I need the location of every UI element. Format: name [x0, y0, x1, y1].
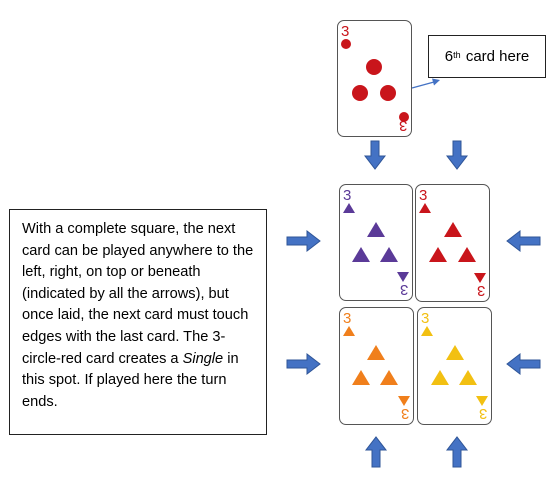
circle-pip-icon — [366, 59, 382, 75]
callout-text: card here — [461, 48, 530, 65]
callout-ordinal-suffix: th — [453, 49, 461, 60]
card-3-triangle-red[interactable]: 3 3 — [415, 184, 490, 302]
circle-pip-icon — [341, 39, 351, 49]
card-3-triangle-orange[interactable]: 3 3 — [339, 307, 414, 425]
block-arrow-icon — [286, 352, 321, 376]
triangle-pip-icon — [458, 247, 476, 262]
block-arrow-icon — [364, 436, 388, 468]
triangle-pip-icon — [380, 247, 398, 262]
card-3-triangle-yellow[interactable]: 3 3 — [417, 307, 492, 425]
block-arrow-icon — [286, 229, 321, 253]
circle-pip-icon — [399, 112, 409, 122]
card-rank-top: 3 — [343, 310, 352, 327]
callout-ordinal-number: 6 — [444, 48, 454, 65]
triangle-pip-icon — [367, 222, 385, 237]
triangle-pip-icon — [474, 273, 486, 283]
card-rank-top: 3 — [343, 187, 352, 204]
triangle-pip-icon — [444, 222, 462, 237]
triangle-pip-icon — [446, 345, 464, 360]
card-3-circle-red[interactable]: 3 3 — [337, 20, 412, 137]
circle-pip-icon — [352, 85, 368, 101]
triangle-pip-icon — [429, 247, 447, 262]
triangle-pip-icon — [476, 396, 488, 406]
card-rank-top: 3 — [419, 187, 428, 204]
triangle-pip-icon — [421, 326, 433, 336]
triangle-pip-icon — [352, 370, 370, 385]
triangle-pip-icon — [343, 203, 355, 213]
card-rank-top: 3 — [421, 310, 430, 327]
triangle-pip-icon — [398, 396, 410, 406]
triangle-pip-icon — [459, 370, 477, 385]
triangle-pip-icon — [397, 272, 409, 282]
triangle-pip-icon — [352, 247, 370, 262]
triangle-pip-icon — [431, 370, 449, 385]
triangle-pip-icon — [419, 203, 431, 213]
card-3-triangle-purple[interactable]: 3 3 — [339, 184, 413, 301]
card-rank-top: 3 — [341, 23, 350, 40]
explanation-italic-word: Single — [182, 350, 224, 367]
block-arrow-icon — [363, 140, 387, 170]
explanation-text-part1: With a complete square, the next card ca… — [22, 221, 254, 367]
triangle-pip-icon — [367, 345, 385, 360]
triangle-pip-icon — [343, 326, 355, 336]
block-arrow-icon — [445, 140, 469, 170]
triangle-pip-icon — [380, 370, 398, 385]
explanation-text-part2: in this spot. If played here the turn en… — [22, 350, 239, 410]
connector-arrow-icon — [411, 78, 440, 89]
block-arrow-icon — [506, 229, 541, 253]
explanation-box: With a complete square, the next card ca… — [9, 209, 267, 435]
block-arrow-icon — [506, 352, 541, 376]
circle-pip-icon — [380, 85, 396, 101]
block-arrow-icon — [445, 436, 469, 468]
